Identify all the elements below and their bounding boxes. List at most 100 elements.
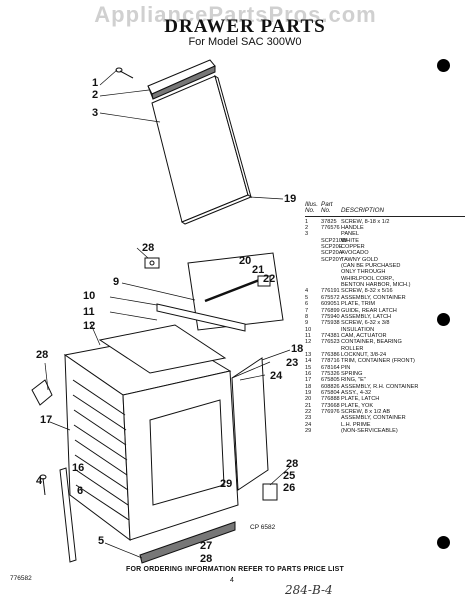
description-cell: ONLY THROUGH bbox=[341, 269, 386, 276]
illus-no-cell: 16 bbox=[305, 370, 312, 377]
handwritten-note: 284-B-4 bbox=[285, 583, 333, 597]
description-cell: WHIRLPOOL CORP., bbox=[341, 275, 395, 282]
description-cell: INSULATION bbox=[341, 326, 375, 333]
illus-no-cell: 4 bbox=[305, 288, 309, 295]
callout-18: 18 bbox=[291, 343, 304, 355]
callout-9: 9 bbox=[113, 276, 120, 288]
callout-28-bottom: 28 bbox=[200, 553, 213, 565]
part-no-cell: 775938 bbox=[321, 320, 340, 327]
ordering-footer: FOR ORDERING INFORMATION REFER TO PARTS … bbox=[125, 566, 345, 573]
description-cell: HANDLE bbox=[341, 225, 364, 232]
lower-screw-part bbox=[39, 474, 47, 496]
parts-list-header-line1: Illus. Part bbox=[305, 201, 465, 208]
screw-part bbox=[115, 67, 134, 79]
illus-no-cell: 15 bbox=[305, 364, 312, 371]
illus-no-cell: 8 bbox=[305, 313, 309, 320]
description-cell: BENTON HARBOR, MICH.) bbox=[341, 282, 411, 289]
description-cell: WHITE bbox=[341, 237, 360, 244]
callout-23: 23 bbox=[286, 357, 299, 369]
latch-plate-part bbox=[187, 252, 284, 331]
callout-5: 5 bbox=[98, 535, 105, 547]
part-no-cell: SCP20Y bbox=[321, 256, 343, 263]
part-no-cell: 776523 bbox=[321, 339, 340, 346]
part-no-cell: 675804 bbox=[321, 389, 340, 396]
part-no-cell: SCP20A bbox=[321, 250, 343, 257]
description-cell: (CAN BE PURCHASED bbox=[341, 263, 401, 270]
watermark: AppliancePartsPros.com bbox=[94, 2, 377, 27]
illus-no-cell: 1 bbox=[305, 218, 309, 225]
description-cell: ASSEMBLY, CONTAINER bbox=[341, 415, 406, 422]
part-no-cell: SCP20E bbox=[321, 244, 343, 251]
page-number: 4 bbox=[230, 577, 234, 584]
description-cell: CAM, ACTUATOR bbox=[341, 332, 387, 339]
description-cell: AVOCADO bbox=[341, 250, 369, 257]
document-code: 776582 bbox=[10, 575, 32, 582]
callout-28-right: 28 bbox=[286, 458, 299, 470]
callout-1: 1 bbox=[92, 77, 99, 89]
container-assembly-part bbox=[63, 324, 239, 542]
illus-no-cell: 6 bbox=[305, 301, 309, 308]
callout-29: 29 bbox=[220, 478, 233, 490]
callout-10: 10 bbox=[83, 290, 96, 302]
part-no-cell: 776899 bbox=[321, 307, 340, 314]
page-title: DRAWER PARTS bbox=[164, 16, 326, 37]
catalog-code: CP 6582 bbox=[250, 524, 276, 531]
header-no: No. bbox=[305, 207, 315, 215]
handle-part bbox=[147, 59, 216, 100]
callout-2: 2 bbox=[92, 89, 99, 101]
parts-list-row: (CAN BE PURCHASED bbox=[305, 263, 465, 269]
part-no-cell: 37825 bbox=[321, 218, 337, 225]
callout-22: 22 bbox=[263, 273, 276, 285]
description-cell: ASSEMBLY, CONTAINER bbox=[341, 294, 406, 301]
description-cell: TRIM, CONTAINER (FRONT) bbox=[341, 358, 415, 365]
part-no-cell: 675805 bbox=[321, 377, 340, 384]
callout-24: 24 bbox=[270, 370, 283, 382]
illus-no-cell: 19 bbox=[305, 389, 312, 396]
illus-no-cell: 20 bbox=[305, 396, 312, 403]
part-no-cell: 776576 bbox=[321, 225, 340, 232]
parts-list-row: ONLY THROUGH bbox=[305, 269, 465, 275]
illus-no-cell: 17 bbox=[305, 377, 312, 384]
illus-no-cell: 5 bbox=[305, 294, 309, 301]
part-no-cell: 775326 bbox=[321, 370, 340, 377]
callout-12: 12 bbox=[83, 320, 96, 332]
illus-no-cell: 14 bbox=[305, 358, 312, 365]
illus-no-cell: 12 bbox=[305, 339, 312, 346]
callout-19: 19 bbox=[284, 193, 297, 205]
callout-28-left: 28 bbox=[36, 349, 49, 361]
header-description: DESCRIPTION bbox=[341, 207, 385, 215]
illus-no-cell: 24 bbox=[305, 421, 312, 428]
description-cell: SCREW, 8-32 x 5/16 bbox=[341, 288, 393, 295]
description-cell: CONTAINER, BEARING bbox=[341, 339, 402, 346]
header-part: Part bbox=[321, 201, 333, 208]
trim-plate-part bbox=[59, 467, 77, 563]
callout-6: 6 bbox=[77, 485, 84, 497]
illus-no-cell: 9 bbox=[305, 320, 309, 327]
description-cell: PANEL bbox=[341, 231, 359, 238]
part-no-cell: 773668 bbox=[321, 402, 340, 409]
description-cell: ASSEMBLY, R.H. CONTAINER bbox=[341, 383, 419, 390]
callout-28-top: 28 bbox=[142, 242, 155, 254]
part-no-cell bbox=[321, 428, 341, 434]
part-no-cell: 608826 bbox=[321, 383, 340, 390]
description-cell: PIN bbox=[341, 364, 351, 371]
bottom-rail-part bbox=[139, 521, 236, 564]
callout-25: 25 bbox=[283, 470, 296, 482]
description-cell: ASSY., 4-32 bbox=[341, 389, 372, 396]
callout-26: 26 bbox=[283, 482, 296, 494]
